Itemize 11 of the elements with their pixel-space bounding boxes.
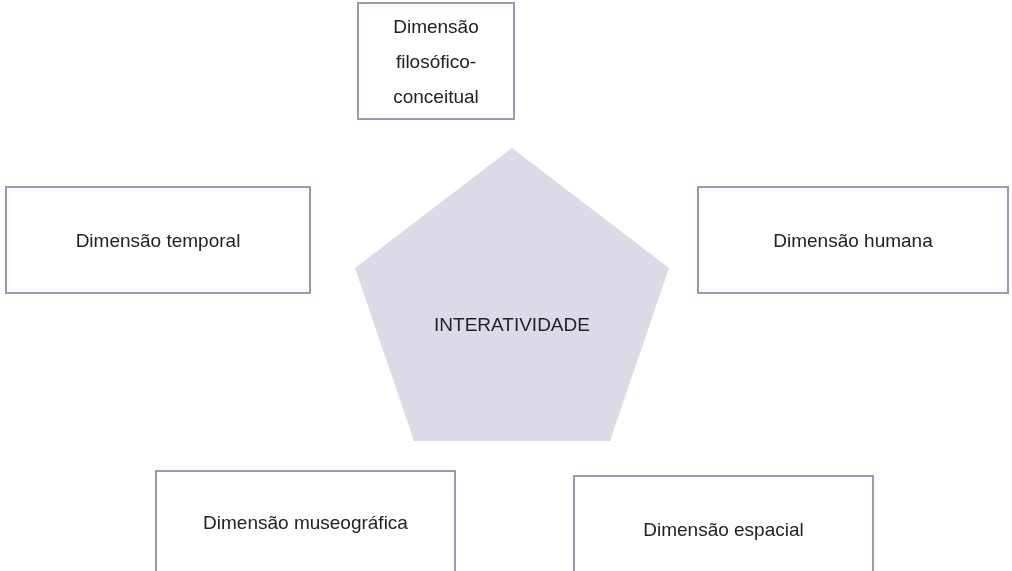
box-label: Dimensão filosófico-conceitual: [392, 14, 480, 109]
box-label: Dimensão humana: [773, 228, 933, 253]
box-label: Dimensão museográfica: [203, 511, 408, 535]
dimension-box: [5, 186, 311, 294]
dimension-box: [573, 475, 874, 571]
dimension-box: [697, 186, 1009, 294]
box-label: Dimensão temporal: [75, 228, 241, 253]
dimension-box: [357, 2, 515, 120]
center-label: INTERATIVIDADE: [434, 313, 590, 337]
box-label: Dimensão espacial: [643, 518, 804, 542]
dimension-box: [155, 470, 456, 571]
